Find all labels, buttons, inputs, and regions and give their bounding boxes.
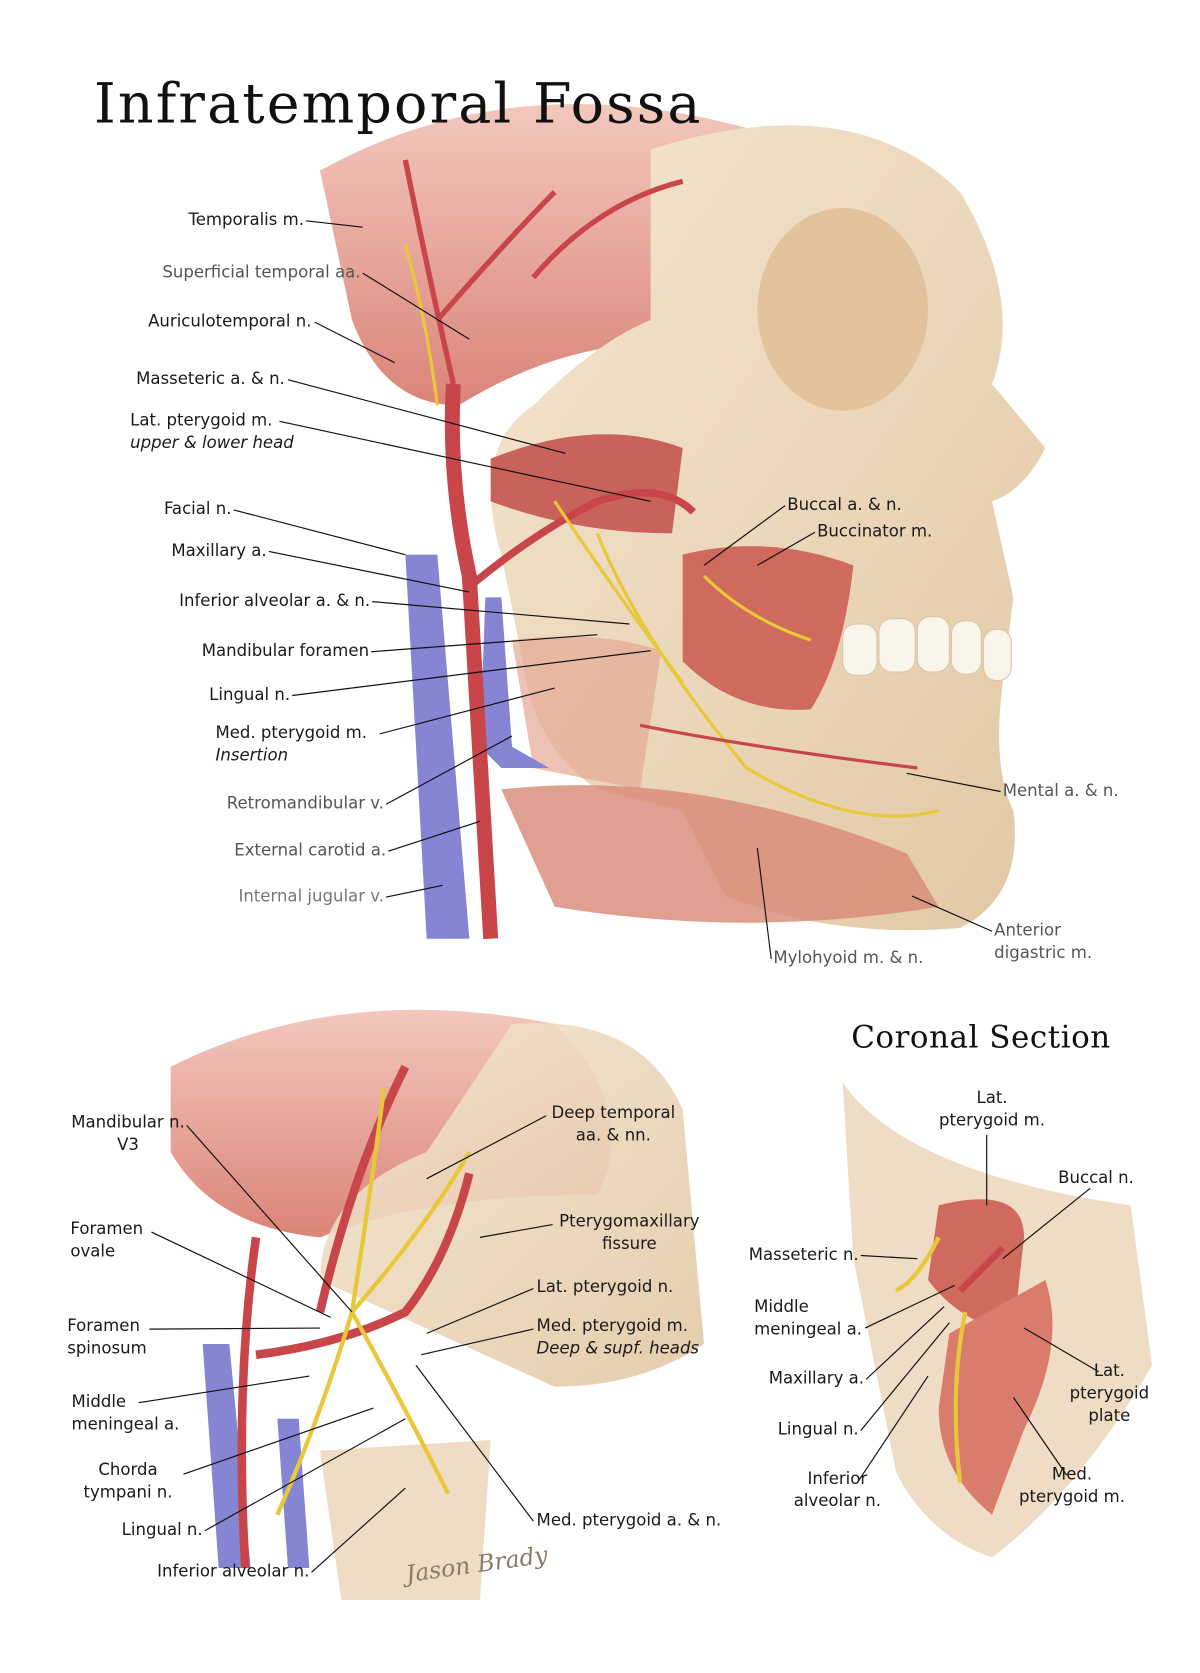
label-coronal-lat-pterygoid-2: pterygoid m. [938,1110,1046,1130]
label-superficial-temporal: Superficial temporal aa. [162,262,361,282]
label-anterior-digastric-1: Anterior [994,920,1061,940]
leader-lines [138,220,1099,1573]
label-retromandibular: Retromandibular v. [226,793,385,813]
label-buccinator: Buccinator m. [817,521,933,541]
label-foramen-spinosum-2: spinosum [67,1338,147,1358]
label-lat-pterygoid-sub: upper & lower head [130,433,294,453]
deep-mandible [320,1440,491,1601]
label-anterior-digastric-2: digastric m. [994,942,1093,963]
label-maxillary-artery: Maxillary a. [171,540,267,561]
label-coronal-lat-plate-1: Lat. [1093,1361,1125,1381]
label-external-carotid: External carotid a. [234,840,387,860]
label-coronal-inferior-alveolar-1: Inferior [807,1468,868,1489]
label-pterygomaxillary-2: fissure [601,1234,657,1254]
label-inferior-alveolar: Inferior alveolar a. & n. [179,590,371,611]
deep-nerves [275,1087,472,1516]
label-chorda-tympani-2: tympani n. [83,1482,173,1502]
teeth [842,616,1012,682]
label-coronal-lat-plate-2: pterygoid [1069,1383,1150,1403]
orbit [757,208,929,411]
label-deep-lingual: Lingual n. [121,1520,203,1540]
label-med-pterygoid-heads-1: Med. pterygoid m. [536,1316,689,1336]
main-view-art [320,104,1046,940]
label-lat-pterygoid-text: Lat. pterygoid m. [130,410,273,430]
coronal-section-title: Coronal Section [851,1018,1111,1055]
coronal-med-pterygoid [938,1280,1053,1515]
label-middle-meningeal-1: Middle [71,1392,127,1412]
label-med-pterygoid-heads-2: Deep & supf. heads [536,1338,700,1358]
label-mandibular-foramen: Mandibular foramen [201,641,370,661]
label-pterygomaxillary: Pterygomaxillary fissure [549,1211,709,1256]
label-facial-nerve: Facial n. [163,499,232,519]
label-med-pterygoid-heads: Med. pterygoid m.Deep & supf. heads [537,1315,700,1360]
retromandibular-vein [480,597,550,769]
label-med-pterygoid-artery-nerve: Med. pterygoid a. & n. [536,1510,722,1530]
coronal-artery [957,1245,1005,1293]
label-foramen-spinosum-1: Foramen [67,1316,140,1336]
label-foramen-ovale-1: Foramen [70,1219,144,1239]
label-mandibular-nerve-1: Mandibular n. [71,1112,185,1132]
label-deep-temporal-1: Deep temporal [551,1102,676,1123]
coronal-lat-pterygoid [928,1199,1025,1334]
label-foramen-ovale-2: ovale [70,1241,116,1261]
deep-arteries [237,1064,474,1569]
lat-pterygoid-muscle [490,434,683,534]
label-mandibular-nerve: Mandibular n.V3 [64,1112,192,1157]
label-deep-inferior-alveolar: Inferior alveolar n. [157,1561,310,1581]
label-lat-pterygoid-nerve: Lat. pterygoid n. [536,1276,674,1297]
mylohyoid-muscle [501,785,939,923]
deep-view-art [170,1009,705,1601]
label-med-pterygoid-sub: Insertion [215,745,289,765]
internal-jugular-vein [405,554,470,939]
buccinator-muscle [682,546,854,710]
label-med-pterygoid: Med. pterygoid m.Insertion [215,722,367,767]
label-masseteric: Masseteric a. & n. [136,369,285,389]
label-internal-jugular: Internal jugular v. [238,886,385,906]
maxillary-artery [466,489,696,590]
label-auriculotemporal: Auriculotemporal n. [148,311,312,331]
label-coronal-maxillary: Maxillary a. [768,1368,865,1388]
label-mandibular-nerve-2: V3 [117,1134,139,1155]
label-coronal-med-pterygoid: Med.pterygoid m. [1008,1464,1136,1509]
label-lingual-nerve: Lingual n. [209,684,291,705]
label-coronal-lat-pterygoid: Lat.pterygoid m. [917,1087,1066,1132]
label-coronal-middle-meningeal-1: Middle [754,1297,809,1317]
label-coronal-masseteric: Masseteric n. [748,1244,859,1265]
med-pterygoid-insertion [512,636,662,790]
label-med-pterygoid-text: Med. pterygoid m. [215,723,367,743]
page-title: Infratemporal Fossa [93,72,703,137]
label-middle-meningeal-2: meningeal a. [71,1414,180,1434]
label-coronal-middle-meningeal-2: meningeal a. [754,1319,863,1339]
nerves [403,244,940,818]
label-coronal-inferior-alveolar-2: alveolar n. [793,1491,882,1511]
label-coronal-lingual: Lingual n. [777,1419,859,1439]
label-buccal: Buccal a. & n. [787,494,902,515]
inferior-alveolar-artery [639,723,918,770]
label-coronal-buccal: Buccal n. [1058,1168,1134,1188]
deep-jugular-2 [277,1418,310,1569]
label-mental: Mental a. & n. [1002,780,1119,801]
label-pterygomaxillary-1: Pterygomaxillary [559,1211,700,1231]
label-mylohyoid: Mylohyoid m. & n. [773,948,924,968]
label-chorda-tympani-1: Chorda [98,1460,158,1480]
label-deep-temporal-2: aa. & nn. [575,1125,651,1145]
sup-temporal-artery [402,159,684,385]
coronal-nerves [894,1236,968,1483]
label-coronal-med-pterygoid-1: Med. [1051,1464,1093,1484]
label-temporalis: Temporalis m. [188,210,305,230]
label-coronal-lat-pterygoid-1: Lat. [976,1088,1008,1108]
label-coronal-lat-plate-3: plate [1088,1405,1131,1426]
label-lat-pterygoid: Lat. pterygoid m. upper & lower head [130,410,294,455]
label-coronal-med-pterygoid-2: pterygoid m. [1018,1486,1126,1507]
